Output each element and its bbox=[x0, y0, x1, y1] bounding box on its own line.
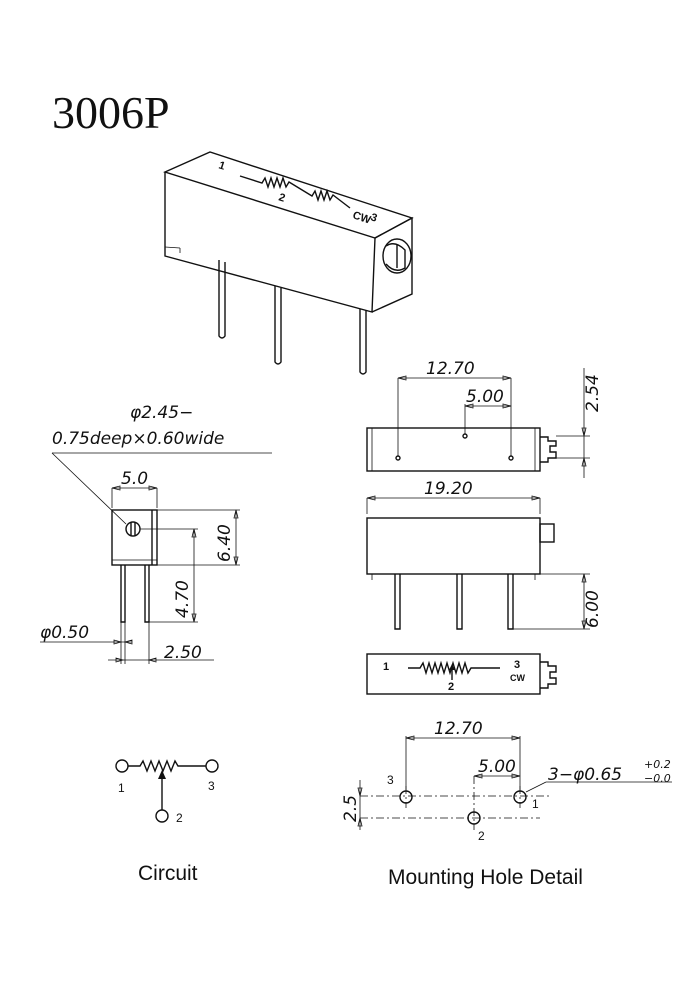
dim-end-pin-wrap: 4.70 bbox=[173, 580, 193, 618]
dim-top-pitch: 5.00 bbox=[466, 387, 504, 407]
dim-mount-pitch: 5.00 bbox=[478, 757, 516, 777]
dim-pin-pitch: 2.50 bbox=[164, 643, 202, 663]
dim-mount-offset: 2.5 bbox=[341, 795, 361, 822]
part-title: 3006P bbox=[52, 87, 170, 138]
dim-adj-hole-2: 0.75deep×0.60wide bbox=[52, 429, 224, 449]
circuit-pin-3: 3 bbox=[208, 779, 215, 793]
dim-mount-offset-wrap: 2.5 bbox=[341, 795, 361, 822]
top-view: 12.70 5.00 2.54 bbox=[366, 359, 603, 478]
mounting-holes: 3 1 2 12.70 5.00 2.5 3−φ0.65 +0.2 −0.0 bbox=[341, 719, 672, 843]
dim-mount-tol-minus: −0.0 bbox=[644, 772, 671, 785]
caption-circuit: Circuit bbox=[138, 862, 198, 885]
mark-pin-1: 1 bbox=[383, 661, 389, 673]
svg-text:2: 2 bbox=[277, 191, 287, 204]
mark-pin-2: 2 bbox=[448, 681, 454, 693]
svg-text:3: 3 bbox=[369, 211, 379, 224]
iso-marking-2: 2 bbox=[277, 191, 287, 204]
caption-mounting: Mounting Hole Detail bbox=[388, 866, 583, 889]
dim-side-pin: 6.00 bbox=[583, 590, 603, 628]
dim-side-pin-wrap: 6.00 bbox=[583, 590, 603, 628]
dim-end-height-wrap: 6.40 bbox=[215, 524, 235, 562]
mark-pin-3: 3 bbox=[514, 659, 520, 671]
dim-pin-dia: φ0.50 bbox=[40, 623, 89, 643]
dim-end-pin-height: 4.70 bbox=[173, 580, 193, 618]
hole-label-2: 2 bbox=[478, 829, 485, 843]
dim-mount-tol-plus: +0.2 bbox=[644, 758, 671, 771]
side-view: 19.20 6.00 bbox=[366, 479, 603, 630]
circuit-diagram: 1 3 2 bbox=[115, 759, 219, 825]
end-view: φ2.45− 0.75deep×0.60wide 5.0 6.40 4.70 bbox=[40, 403, 272, 664]
dim-top-height-wrap: 2.54 bbox=[583, 374, 603, 412]
iso-marking-1: 1 bbox=[217, 159, 227, 172]
dim-end-width: 5.0 bbox=[121, 469, 148, 489]
isometric-view: 1 2 3 CW bbox=[163, 151, 414, 375]
svg-text:CW: CW bbox=[351, 209, 373, 226]
mark-cw: CW bbox=[510, 673, 525, 683]
dim-top-height: 2.54 bbox=[583, 374, 603, 412]
svg-text:1: 1 bbox=[217, 159, 227, 172]
marking-view: 1 2 3 CW bbox=[366, 653, 557, 695]
circuit-pin-2: 2 bbox=[176, 811, 183, 825]
hole-label-3: 3 bbox=[387, 773, 394, 787]
dim-adj-hole-1: φ2.45− bbox=[130, 403, 193, 423]
hole-label-1: 1 bbox=[532, 797, 539, 811]
dim-side-length: 19.20 bbox=[424, 479, 473, 499]
circuit-pin-1: 1 bbox=[118, 781, 125, 795]
dim-mount-span: 12.70 bbox=[434, 719, 483, 739]
iso-marking-cw: CW bbox=[351, 209, 373, 226]
dim-mount-hole: 3−φ0.65 bbox=[548, 765, 622, 785]
dim-top-span: 12.70 bbox=[426, 359, 475, 379]
iso-marking-3: 3 bbox=[369, 211, 379, 224]
dim-end-height: 6.40 bbox=[215, 524, 235, 562]
